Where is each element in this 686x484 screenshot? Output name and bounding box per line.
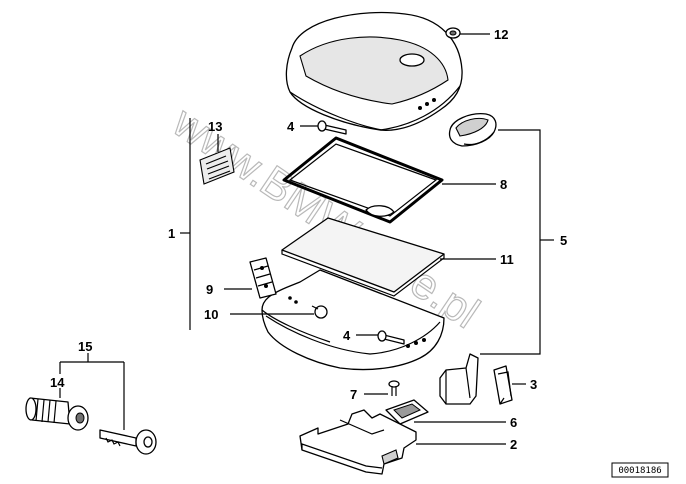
topcase-lid <box>285 11 463 131</box>
lock-cylinder <box>25 397 89 431</box>
screw-4-lower <box>377 330 405 345</box>
callout-15: 15 <box>78 339 92 354</box>
callout-labels: 1 2 3 4 4 5 6 7 8 9 10 11 12 13 14 15 <box>50 27 567 452</box>
topcase-shell <box>261 269 445 371</box>
lock-cover <box>448 113 497 147</box>
callout-5: 5 <box>560 233 567 248</box>
callout-4-upper: 4 <box>287 119 295 134</box>
screw-4-upper <box>317 120 347 135</box>
callout-2: 2 <box>510 437 517 452</box>
callout-1: 1 <box>168 226 175 241</box>
callout-7: 7 <box>350 387 357 402</box>
warning-label <box>199 147 235 185</box>
latch-clip <box>493 365 513 405</box>
emblem-washer <box>445 27 461 39</box>
mounting-bracket <box>385 399 429 425</box>
callout-12: 12 <box>494 27 508 42</box>
latch-bracket <box>439 353 479 405</box>
callout-10: 10 <box>204 307 218 322</box>
lid-gasket <box>282 136 444 224</box>
base-plate <box>299 409 417 475</box>
callout-9: 9 <box>206 282 213 297</box>
bolt-7 <box>388 380 400 396</box>
callout-8: 8 <box>500 177 507 192</box>
callout-11: 11 <box>500 252 514 267</box>
callout-3: 3 <box>530 377 537 392</box>
callout-13: 13 <box>208 119 222 134</box>
screw-10 <box>311 305 328 319</box>
leader-lines <box>59 33 554 445</box>
hinge <box>249 257 277 299</box>
part-number-box: 00018186 <box>611 462 669 478</box>
part-number: 00018186 <box>618 466 661 476</box>
key <box>99 429 157 455</box>
callout-14: 14 <box>50 375 65 390</box>
callout-4-lower: 4 <box>343 328 351 343</box>
inner-mat <box>281 217 445 297</box>
callout-6: 6 <box>510 415 517 430</box>
